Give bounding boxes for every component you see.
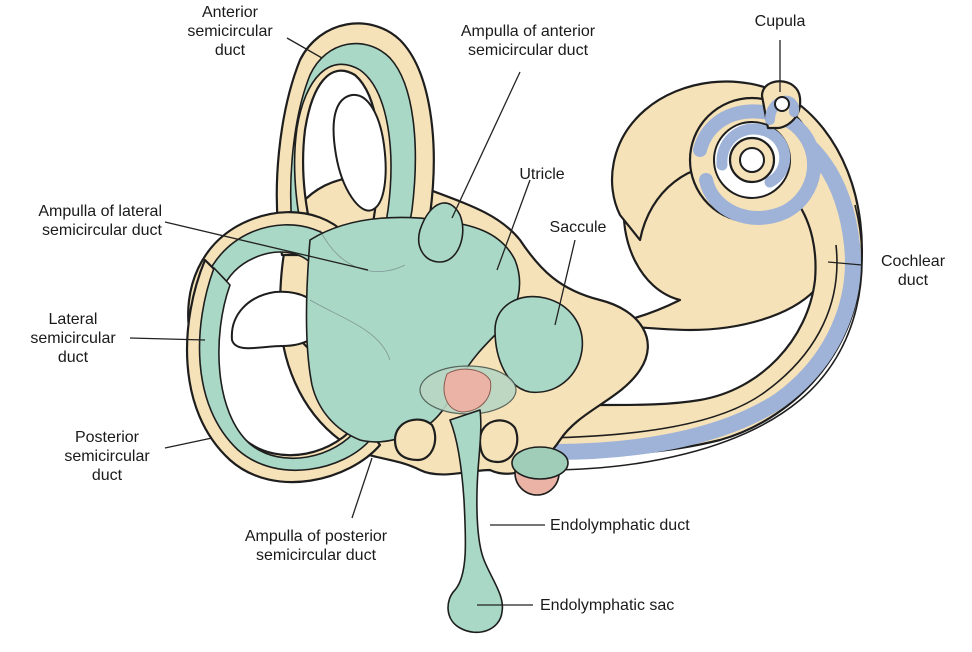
leader-posterior-semicircular-duct (165, 438, 212, 448)
label-utricle: Utricle (502, 165, 582, 184)
label-endolymphatic-duct: Endolymphatic duct (550, 516, 740, 535)
label-ampulla-anterior: Ampulla of anterior semicircular duct (438, 22, 618, 60)
label-anterior-semicircular-duct: Anterior semicircular duct (180, 3, 280, 60)
label-posterior-semicircular-duct: Posterior semicircular duct (52, 428, 162, 485)
label-endolymphatic-sac: Endolymphatic sac (540, 596, 720, 615)
label-ampulla-posterior: Ampulla of posterior semicircular duct (222, 527, 410, 565)
label-lateral-semicircular-duct: Lateral semicircular duct (18, 310, 128, 367)
leader-ampulla-anterior (452, 72, 520, 218)
label-saccule: Saccule (538, 218, 618, 237)
label-cupula: Cupula (740, 12, 820, 31)
leader-ampulla-posterior (352, 458, 372, 518)
label-cochlear-duct: Cochlear duct (868, 252, 958, 290)
pink-region (420, 366, 516, 414)
label-ampulla-lateral: Ampulla of lateral semicircular duct (4, 202, 162, 240)
